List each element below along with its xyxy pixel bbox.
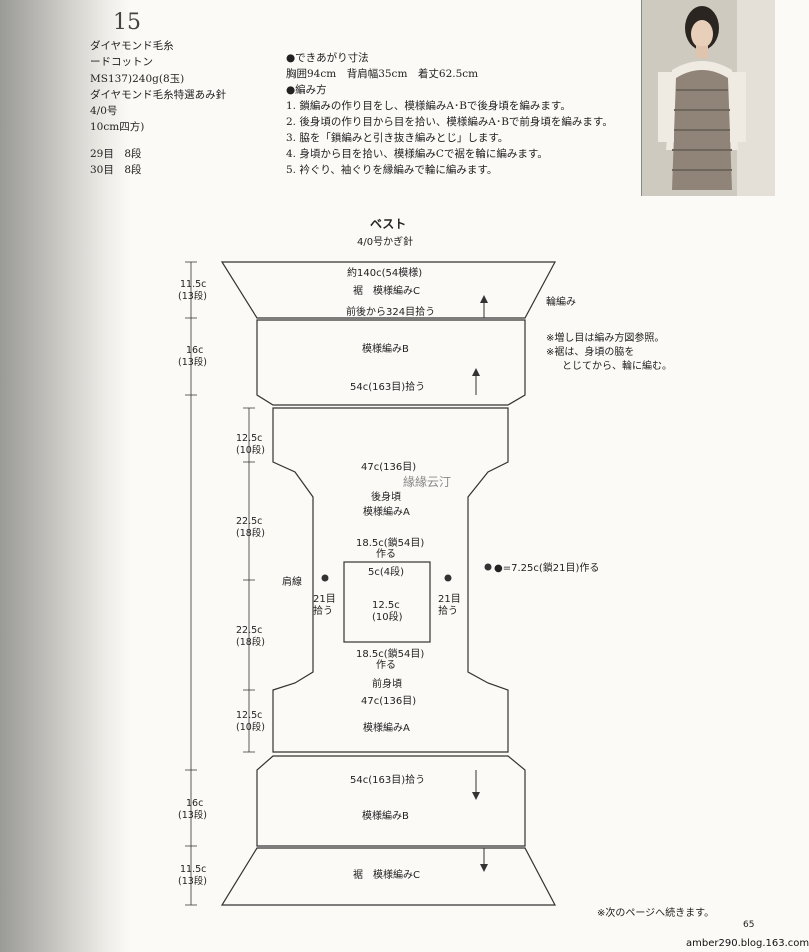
pattern-number: 15 xyxy=(113,10,141,35)
body-shape xyxy=(272,407,509,753)
pick21-left: 21目 xyxy=(313,594,336,605)
width-47-bottom: 47c(136目) xyxy=(361,696,416,707)
dim-value: 11.5c xyxy=(180,279,206,290)
neck-height-rows: (10段) xyxy=(372,610,403,623)
dim-rows: (18段) xyxy=(236,636,265,648)
left-dimensions: 11.5c (13段) 16c (13段) 12.5c (10段) 22.5c … xyxy=(178,279,265,887)
hem-label-bottom: 裾 模様編みC xyxy=(353,868,420,881)
dot-marker xyxy=(444,574,452,582)
dim-value: 16c xyxy=(186,345,203,356)
step-item: 4. 身頃から目を拾い、模様編みCで裾を輪に編みます。 xyxy=(286,148,548,160)
dim-rows: (10段) xyxy=(236,444,265,456)
dim-rows: (13段) xyxy=(178,875,207,887)
dim-value: 16c xyxy=(186,798,203,809)
width-47-top: 47c(136目) xyxy=(361,462,416,473)
dot-marker xyxy=(321,574,329,582)
pattern-b-bottom-label: 模様編みB xyxy=(362,809,409,822)
note-2: ※裾は、身頃の脇を xyxy=(546,345,634,358)
dim-value: 22.5c xyxy=(236,516,262,527)
spec-item: MS137)240g(8玉) xyxy=(90,73,185,85)
watermark: 緣緣云汀 xyxy=(403,475,451,489)
dot-marker xyxy=(484,563,492,571)
page-number: 65 xyxy=(743,920,755,930)
size-heading: ●できあがり寸法 xyxy=(286,52,369,64)
pattern-b-bottom xyxy=(256,755,526,847)
dot-note: ●=7.25c(鎖21目)作る xyxy=(494,561,599,574)
size-line: 胸囲94cm 背肩幅35cm 着丈62.5cm xyxy=(286,68,479,80)
dim-rows: (13段) xyxy=(178,290,207,302)
neck-height: 12.5c xyxy=(372,600,400,611)
shoulder-line-label: 肩線 xyxy=(282,575,302,588)
step-item: 1. 鎖編みの作り目をし、模様編みA･Bで後身頃を編みます。 xyxy=(286,100,571,112)
back-body-label: 後身頃 xyxy=(371,490,401,503)
neck-opening xyxy=(343,561,431,643)
dim-value: 11.5c xyxy=(180,864,206,875)
make-bottom: 作る xyxy=(376,659,396,671)
spec-item: 30目 8段 xyxy=(90,164,142,176)
pattern-a-top: 模様編みA xyxy=(363,505,410,518)
dim-rows: (10段) xyxy=(236,721,265,733)
spec-item: 10cm四方) xyxy=(90,121,145,133)
method-heading: ●編み方 xyxy=(286,84,327,96)
dim-value: 12.5c xyxy=(236,710,262,721)
neck-top-rows: 5c(4段) xyxy=(368,565,404,578)
blog-url[interactable]: amber290.blog.163.com xyxy=(686,938,809,949)
spec-item: ダイヤモンド毛糸 xyxy=(90,40,174,52)
dim-value: 12.5c xyxy=(236,433,262,444)
step-item: 2. 後身頃の作り目から目を拾い、模様編みA･Bで前身頃を編みます。 xyxy=(286,116,613,128)
dim-value: 22.5c xyxy=(236,625,262,636)
hook-size: 4/0号かぎ針 xyxy=(357,235,413,248)
make-top: 作る xyxy=(376,548,396,560)
hem-bottom-shape xyxy=(220,847,556,906)
pick21-right: 21目 xyxy=(438,594,461,605)
neck-width-bottom: 18.5c(鎖54目) xyxy=(356,647,424,660)
spec-item: ードコットン xyxy=(90,56,153,68)
dim-rows: (13段) xyxy=(178,356,207,368)
pickup-54-top: 54c(163目)拾う xyxy=(350,380,425,393)
pattern-b-top xyxy=(256,319,526,406)
model-photo xyxy=(641,0,775,196)
spec-item: 4/0号 xyxy=(90,105,118,117)
dim-rows: (13段) xyxy=(178,809,207,821)
note-3: とじてから、輪に編む。 xyxy=(562,359,672,372)
diagram-title: ベスト xyxy=(370,217,406,231)
pick-left: 拾う xyxy=(313,604,333,617)
front-body-label: 前身頃 xyxy=(372,677,402,690)
step-item: 3. 脇を「鎖編みと引き抜き編みとじ」します。 xyxy=(286,132,509,144)
pickup-324: 前後から324目拾う xyxy=(346,305,435,318)
hem-width: 約140c(54模様) xyxy=(347,266,422,279)
pickup-54-bottom: 54c(163目)拾う xyxy=(350,773,425,786)
hem-label: 裾 模様編みC xyxy=(353,284,420,297)
hem-top-shape xyxy=(220,261,557,319)
continued-note: ※次のページへ続きます。 xyxy=(597,908,715,919)
pattern-a-bottom: 模様編みA xyxy=(363,721,410,734)
step-item: 5. 衿ぐり、袖ぐりを縁編みで輪に編みます。 xyxy=(286,164,498,176)
spec-item: 29目 8段 xyxy=(90,148,142,160)
dim-rows: (18段) xyxy=(236,527,265,539)
note-1: ※増し目は編み方図参照。 xyxy=(546,331,664,344)
book-spine-shadow xyxy=(0,0,130,952)
pattern-b-label: 模様編みB xyxy=(362,342,409,355)
spec-item: ダイヤモンド毛糸特選あみ針 xyxy=(90,89,227,101)
ring-edge-label: 輪編み xyxy=(546,295,576,308)
neck-width-top: 18.5c(鎖54目) xyxy=(356,536,424,549)
pick-right: 拾う xyxy=(438,604,458,617)
